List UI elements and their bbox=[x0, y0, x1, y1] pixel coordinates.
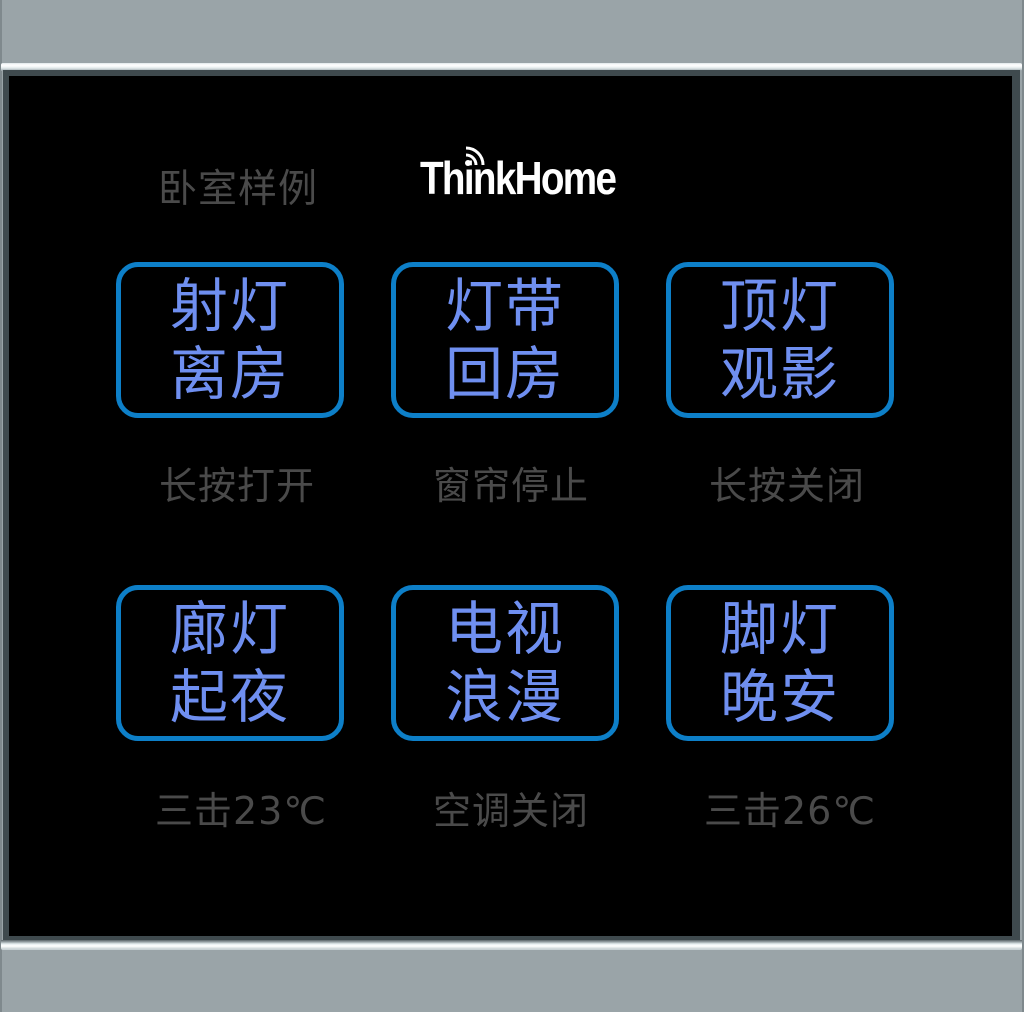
touch-screen bbox=[9, 76, 1012, 936]
scene-hint: 三击23℃ bbox=[154, 789, 328, 833]
scene-button-ceiling-movie[interactable]: 顶灯 观影 bbox=[666, 262, 894, 418]
scene-label-line2: 回房 bbox=[444, 340, 565, 408]
scene-hint: 长按关闭 bbox=[708, 464, 865, 508]
scene-label-line1: 廊灯 bbox=[169, 595, 290, 663]
scene-button-hall-night[interactable]: 廊灯 起夜 bbox=[116, 585, 344, 741]
wifi-icon bbox=[465, 146, 485, 166]
frame-edge-right bbox=[1022, 0, 1024, 1012]
brand-name: ThinkHome bbox=[420, 152, 617, 204]
scene-button-strip-return[interactable]: 灯带 回房 bbox=[391, 262, 619, 418]
scene-button-tv-romance[interactable]: 电视 浪漫 bbox=[391, 585, 619, 741]
scene-hint: 窗帘停止 bbox=[432, 464, 589, 508]
frame-bevel-top bbox=[1, 63, 1022, 71]
scene-label-line1: 电视 bbox=[444, 595, 565, 663]
scene-label-line2: 离房 bbox=[169, 340, 290, 408]
scene-hint: 三击26℃ bbox=[703, 789, 877, 833]
scene-label-line2: 浪漫 bbox=[444, 663, 565, 731]
scene-hint: 空调关闭 bbox=[432, 789, 589, 833]
scene-label-line2: 观影 bbox=[719, 340, 840, 408]
scene-hint: 长按打开 bbox=[158, 464, 315, 508]
scene-label-line1: 灯带 bbox=[444, 272, 565, 340]
room-title: 卧室样例 bbox=[158, 167, 319, 212]
brand-logo: ThinkHome bbox=[420, 145, 617, 207]
scene-label-line1: 脚灯 bbox=[719, 595, 840, 663]
frame-edge-left bbox=[0, 0, 2, 1012]
scene-button-foot-goodnight[interactable]: 脚灯 晚安 bbox=[666, 585, 894, 741]
frame-bevel-bottom bbox=[1, 940, 1022, 950]
scene-label-line2: 晚安 bbox=[719, 663, 840, 731]
scene-button-spotlight-leave[interactable]: 射灯 离房 bbox=[116, 262, 344, 418]
scene-label-line1: 顶灯 bbox=[719, 272, 840, 340]
scene-label-line2: 起夜 bbox=[169, 663, 290, 731]
scene-label-line1: 射灯 bbox=[169, 272, 290, 340]
